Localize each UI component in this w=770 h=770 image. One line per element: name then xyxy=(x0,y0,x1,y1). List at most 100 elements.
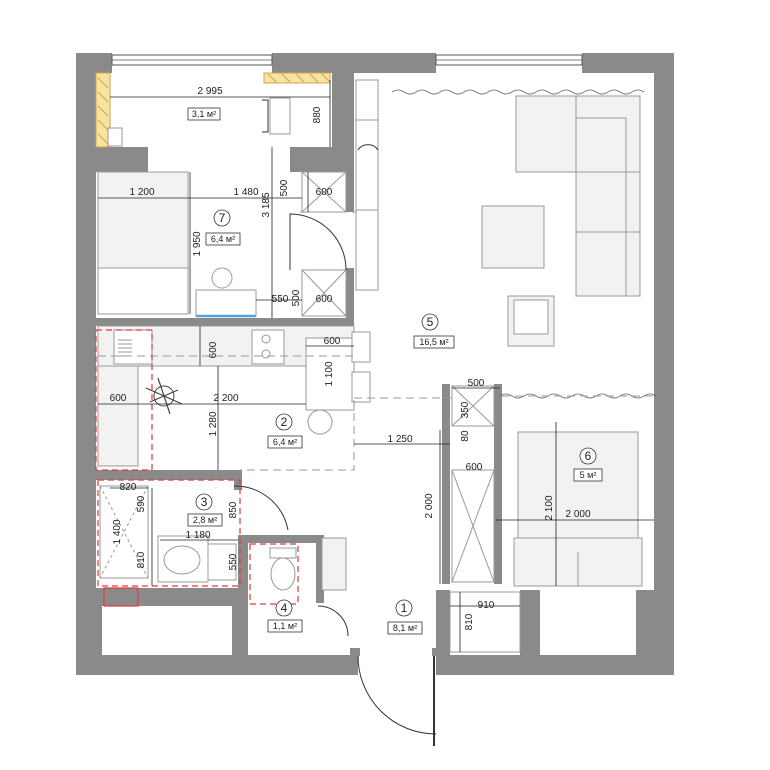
wall-bottom-left xyxy=(76,655,358,675)
kitchen-chair xyxy=(307,409,333,435)
dim-kitchen-height: 1 280 xyxy=(208,411,219,436)
dim-closet-width: 910 xyxy=(478,600,495,611)
dim-kitchen-width: 2 200 xyxy=(213,393,238,404)
wardrobe-long-x2 xyxy=(451,469,495,583)
dimension-labels: 2 995 880 1 200 1 480 3 185 1 950 500 60… xyxy=(110,86,591,630)
room3-number: 3 xyxy=(201,495,208,509)
dim-table-length: 1 100 xyxy=(324,361,335,386)
room2-area: 6,4 м² xyxy=(273,437,297,447)
balcony-rail-hatch xyxy=(97,73,331,145)
wc-cistern xyxy=(269,547,297,559)
balcony-chair-back xyxy=(262,99,269,133)
wardrobe-corridor xyxy=(451,385,495,583)
room4-badge xyxy=(275,599,293,617)
curtain-bedroom6 xyxy=(499,393,657,399)
wardrobe-room7-top-x2 xyxy=(301,171,347,213)
room6-area: 5 м² xyxy=(580,470,597,480)
room3-area: 2,8 м² xyxy=(193,515,217,525)
dim-room7-depth: 3 185 xyxy=(261,192,272,217)
kitchen-sink xyxy=(113,329,153,365)
door-wc xyxy=(317,605,349,637)
kitchen-table xyxy=(305,337,355,411)
room2-area-box xyxy=(267,435,303,449)
room6-area-box xyxy=(573,468,603,482)
room5-area-box xyxy=(413,335,455,349)
wall-wardrobe-right xyxy=(494,384,502,584)
dim-shower-width: 820 xyxy=(120,482,137,493)
wall-closet-left xyxy=(436,590,450,655)
chair-room7 xyxy=(211,267,233,289)
wall-left xyxy=(76,53,96,675)
room4-area: 1,1 м² xyxy=(273,621,297,631)
room7-number: 7 xyxy=(219,211,226,225)
wall-wc-top xyxy=(248,535,324,543)
kitchen-burner-2 xyxy=(261,349,271,359)
dim-bed7-width: 1 200 xyxy=(129,187,154,198)
room7-badge xyxy=(213,209,231,227)
balcony-area-box xyxy=(187,107,221,121)
room7-area-box xyxy=(205,232,241,246)
dim-wardrobe-inner: 350 xyxy=(460,401,471,418)
room-1-hallway xyxy=(357,591,521,746)
dim-wardrobe7-top-depth: 500 xyxy=(279,179,290,196)
balcony-furniture xyxy=(107,97,291,147)
room6-badge xyxy=(579,447,597,465)
dim-bath-width: 1 180 xyxy=(185,530,210,541)
kitchen-burner-1 xyxy=(261,334,271,344)
wall-bath-top xyxy=(96,470,238,480)
wall-recess-right xyxy=(232,606,248,655)
dim-bath-a: 590 xyxy=(136,495,147,512)
living-dash-entry xyxy=(300,211,357,268)
hall-closet xyxy=(449,591,521,653)
vent-box xyxy=(103,587,139,607)
wall-bath-bottom xyxy=(96,588,238,606)
dim-shower-depth: 1 400 xyxy=(112,519,123,544)
room-7 xyxy=(97,171,347,318)
room2-number: 2 xyxy=(281,415,288,429)
wardrobe-room7-bot-x2 xyxy=(301,269,347,317)
dim-corridor-length: 2 000 xyxy=(424,493,435,518)
room-6-bedroom xyxy=(502,395,654,587)
balcony-cabinet xyxy=(107,127,123,147)
desk-room7 xyxy=(195,289,257,317)
wall-recess-right-side xyxy=(636,590,654,655)
room5-area: 16,5 м² xyxy=(419,337,448,347)
shower-diag-2 xyxy=(99,485,149,579)
wall-room7-bottom xyxy=(96,318,354,326)
bed-room7-pillow xyxy=(97,267,189,315)
wall-right xyxy=(654,53,674,675)
door-entry xyxy=(357,655,437,735)
room4-number: 4 xyxy=(281,601,288,615)
room3-badge xyxy=(195,493,213,511)
wall-balcony-right xyxy=(332,73,354,153)
room1-number: 1 xyxy=(401,601,408,615)
wc-cabinet xyxy=(321,537,347,591)
bath-basin-bowl xyxy=(163,545,201,575)
wall-wardrobe-left xyxy=(442,384,450,584)
dim-bed6-length: 2 100 xyxy=(544,495,555,520)
door-room7 xyxy=(289,213,347,271)
room1-area: 8,1 м² xyxy=(393,623,417,633)
room1-badge xyxy=(395,599,413,617)
sofa-chaise xyxy=(575,95,641,297)
wardrobe-top-x2 xyxy=(451,385,495,427)
kitchen-drainer xyxy=(118,339,132,357)
dim-table-width: 600 xyxy=(324,336,341,347)
walls xyxy=(76,53,674,675)
curtain-living xyxy=(391,89,645,95)
dim-balcony-width: 2 995 xyxy=(197,86,222,97)
dimension-lines xyxy=(98,80,654,652)
wall-top-right xyxy=(582,53,674,73)
wall-bath-right xyxy=(238,535,248,655)
dim-room7-width: 1 480 xyxy=(233,187,258,198)
balcony-area: 3,1 м² xyxy=(192,109,216,119)
person-figure xyxy=(145,377,183,415)
armchair-seat xyxy=(513,299,549,335)
dim-balcony-depth: 880 xyxy=(312,106,323,123)
dim-bath-b: 810 xyxy=(136,551,147,568)
room4-area-box xyxy=(267,619,303,633)
room-5-living xyxy=(300,79,641,347)
room6-number: 6 xyxy=(585,449,592,463)
wall-balcony-bottom-right xyxy=(290,147,354,172)
